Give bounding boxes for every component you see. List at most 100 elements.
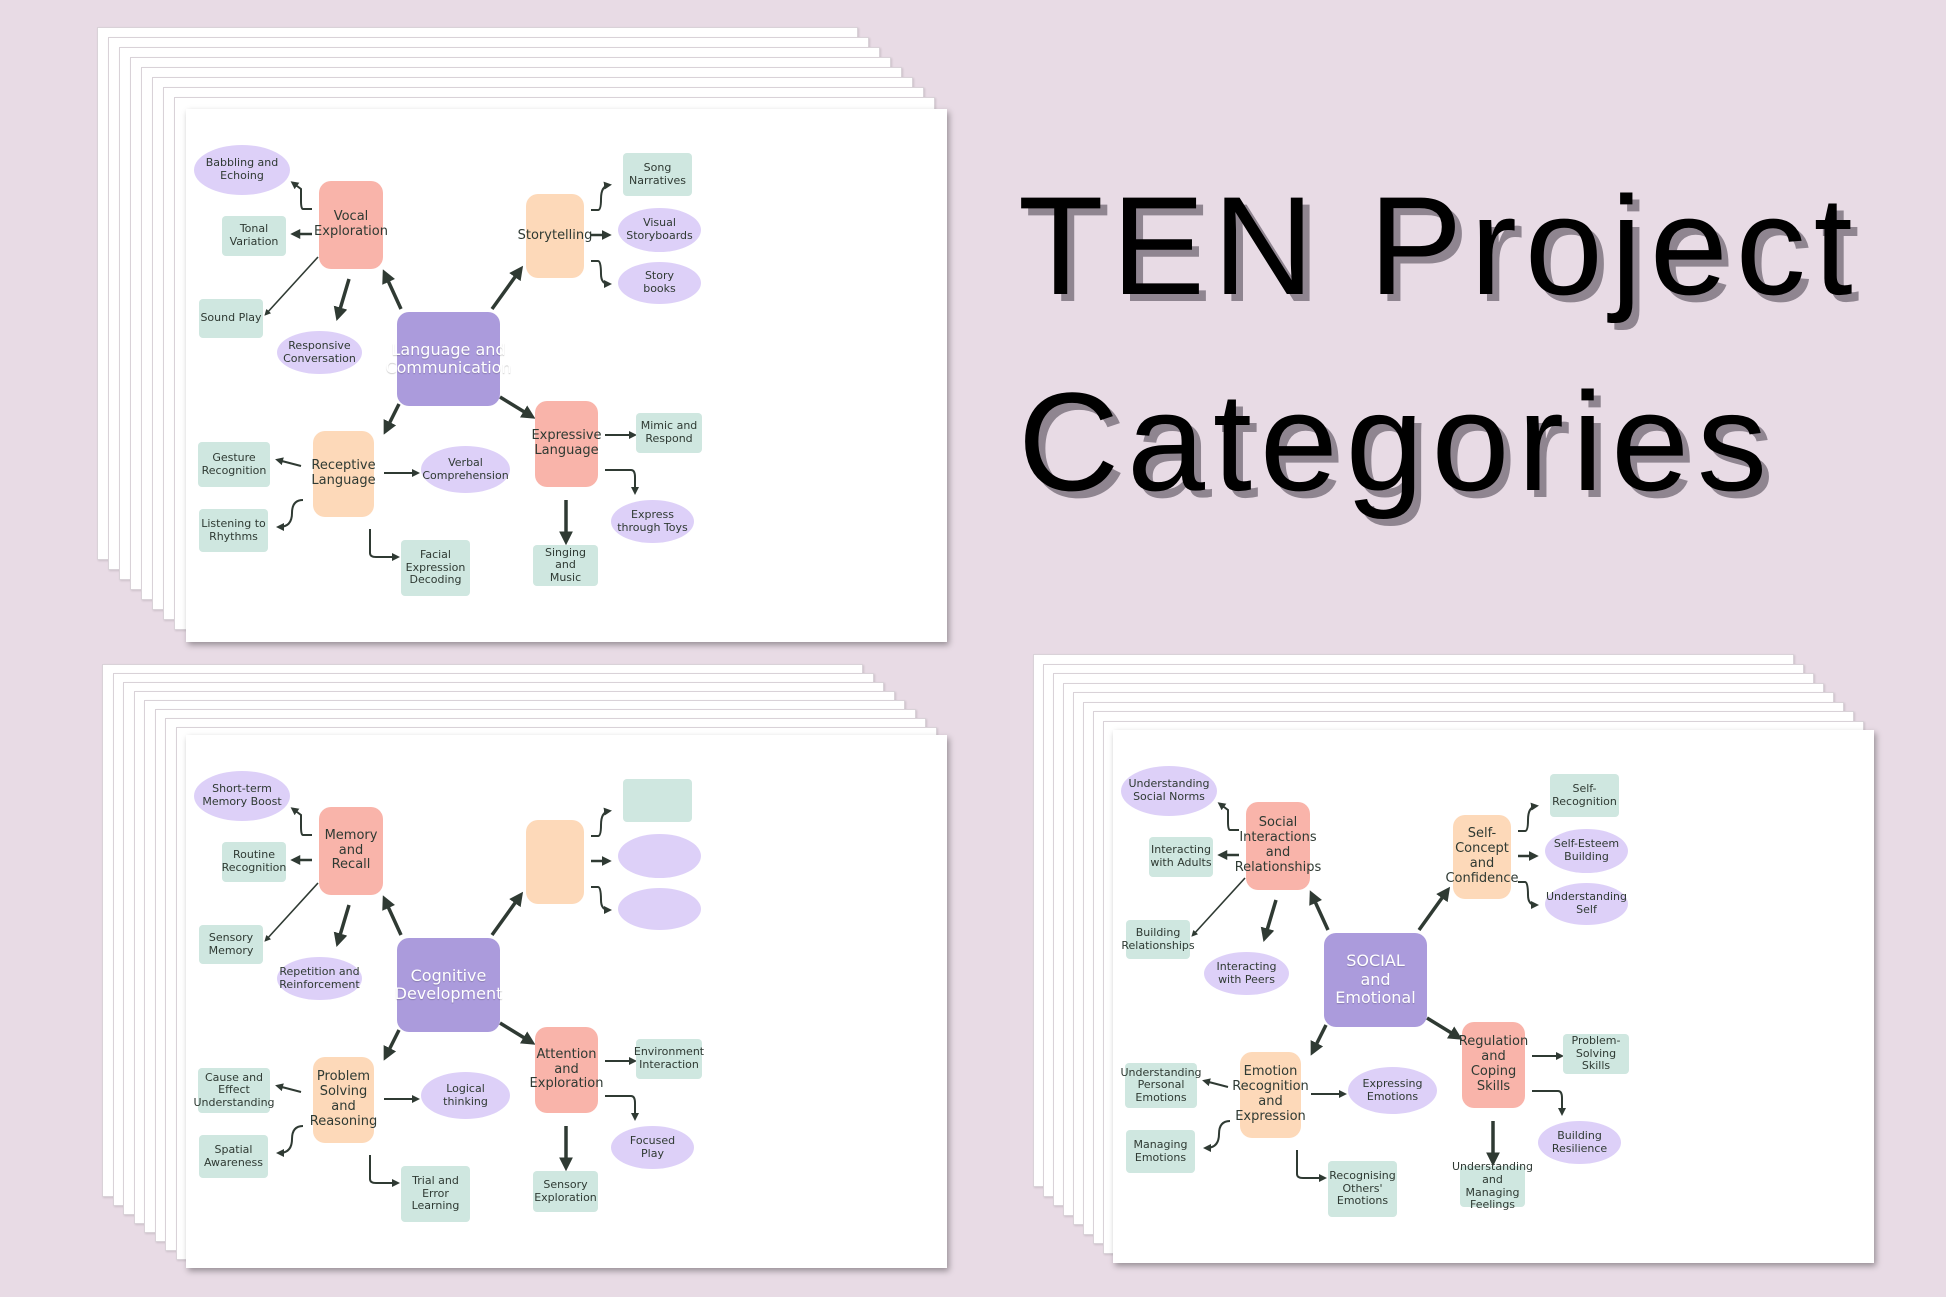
node-label: Language and Communication <box>385 339 512 377</box>
subtopic-node: Problem Solving and Reasoning <box>309 1057 378 1143</box>
arrow <box>290 807 312 836</box>
arrow <box>264 256 319 316</box>
leaf-node: Repetition and Reinforcement <box>277 957 362 1000</box>
leaf-node: Singing and Music <box>533 545 598 586</box>
leaf-node: Focused Play <box>611 1126 694 1169</box>
page-title-line-1: TEN Project <box>1018 167 1861 324</box>
arrow <box>1296 1150 1327 1182</box>
node-label: Expressive Language <box>531 428 602 458</box>
node-label: Focused Play <box>629 1133 676 1160</box>
arrow <box>591 807 612 837</box>
arrow <box>264 882 319 942</box>
leaf-node: Trial and Error Learning <box>401 1166 470 1222</box>
node-label: Interacting with Peers <box>1216 959 1277 986</box>
node-label: Cause and Effect Understanding <box>193 1070 275 1109</box>
node-label: Understanding and Managing Feelings <box>1451 1160 1534 1212</box>
arrow <box>1260 899 1278 943</box>
arrow <box>591 260 612 288</box>
node-label: Memory and Recall <box>324 827 378 873</box>
leaf-node: Understanding Social Norms <box>1121 766 1217 816</box>
arrow <box>1310 1024 1328 1056</box>
node-label: Recognising Others' Emotions <box>1329 1169 1396 1208</box>
connector-arrows <box>1191 802 1566 1182</box>
leaf-node: Facial Expression Decoding <box>401 540 470 596</box>
leaf-node: Interacting with Peers <box>1204 952 1289 995</box>
arrow <box>275 1083 302 1093</box>
arrow <box>1518 802 1539 832</box>
leaf-node: Sound Play <box>199 299 263 338</box>
node-label: Gesture Recognition <box>201 450 267 477</box>
arrow <box>1203 1120 1231 1152</box>
node-label: Emotion Recognition and Expression <box>1232 1064 1309 1124</box>
node-label: Mimic and Respond <box>640 419 698 445</box>
arrow <box>275 457 302 467</box>
arrow <box>605 469 639 495</box>
node-label: Receptive Language <box>311 458 376 488</box>
arrow <box>382 269 403 310</box>
leaf-node: Understanding and Managing Feelings <box>1452 1160 1533 1210</box>
arrow <box>499 1021 536 1045</box>
node-label: Story books <box>643 269 676 295</box>
node-label: Self-Esteem Building <box>1553 837 1620 863</box>
node-label: Spatial Awareness <box>203 1142 264 1169</box>
leaf-node: Story books <box>618 262 701 304</box>
node-label: Listening to Rhythms <box>201 516 266 543</box>
leaf-node: Babbling and Echoing <box>194 145 290 195</box>
leaf-node: Express through Toys <box>611 500 694 543</box>
leaf-node: Listening to Rhythms <box>199 509 268 552</box>
arrow <box>1191 877 1246 937</box>
leaf-node: Routine Recognition <box>222 842 286 882</box>
arrow <box>1202 1078 1229 1088</box>
subtopic-node: Attention and Exploration <box>530 1027 603 1113</box>
arrow <box>1309 890 1330 931</box>
arrow <box>1532 1090 1566 1116</box>
arrow <box>1426 1016 1463 1040</box>
leaf-node: Visual Storyboards <box>618 208 701 252</box>
node-label: Problem Solving and Reasoning <box>309 1069 378 1129</box>
connector-arrows <box>264 807 639 1187</box>
node-label: Environment Interaction <box>633 1045 705 1071</box>
arrow <box>276 1125 304 1157</box>
arrow <box>276 499 304 531</box>
node-label: Short-term Memory Boost <box>202 782 282 808</box>
arrow <box>499 395 536 419</box>
leaf-node <box>618 888 701 930</box>
leaf-node: Tonal Variation <box>222 216 286 256</box>
leaf-node: Mimic and Respond <box>636 413 702 453</box>
node-label: Vocal Exploration <box>314 209 388 239</box>
node-label: Verbal Comprehension <box>422 455 509 482</box>
arrow <box>290 181 312 210</box>
arrow <box>490 265 524 311</box>
node-label: Tonal Variation <box>229 222 279 248</box>
arrow <box>369 529 400 561</box>
subtopic-node: Storytelling <box>518 194 592 278</box>
arrow <box>333 278 351 322</box>
arrow <box>382 895 403 936</box>
leaf-node: Sensory Memory <box>199 925 263 964</box>
leaf-node: Building Resilience <box>1538 1121 1621 1164</box>
subtopic-node: Social Interactions and Relationships <box>1235 802 1321 890</box>
node-label: Sound Play <box>200 311 262 325</box>
leaf-node: Cause and Effect Understanding <box>193 1068 275 1113</box>
node-label: Singing and Music <box>544 545 586 584</box>
node-label: Building Resilience <box>1551 1128 1608 1155</box>
node-label: Sensory Memory <box>208 930 254 957</box>
central-topic: Cognitive Development <box>395 938 502 1032</box>
subtopic-node: Memory and Recall <box>319 807 383 895</box>
leaf-node: Interacting with Adults <box>1149 837 1213 877</box>
node-label: Routine Recognition <box>221 848 287 874</box>
arrow <box>383 403 401 435</box>
arrow <box>1417 886 1451 932</box>
node-label: Understanding Personal Emotions <box>1120 1065 1202 1104</box>
arrow <box>591 181 612 211</box>
arrow <box>605 1095 639 1121</box>
page-title-line-2: Categories <box>1018 363 1776 520</box>
node-label: Sensory Exploration <box>534 1177 597 1204</box>
subtopic-node: Vocal Exploration <box>314 181 388 269</box>
central-topic: SOCIAL and Emotional <box>1324 933 1427 1027</box>
node-label: Express through Toys <box>617 507 688 534</box>
subtopic-node: Receptive Language <box>311 431 376 517</box>
leaf-node: Understanding Self <box>1545 883 1628 925</box>
node-label: Self- Recognition <box>1552 781 1617 808</box>
